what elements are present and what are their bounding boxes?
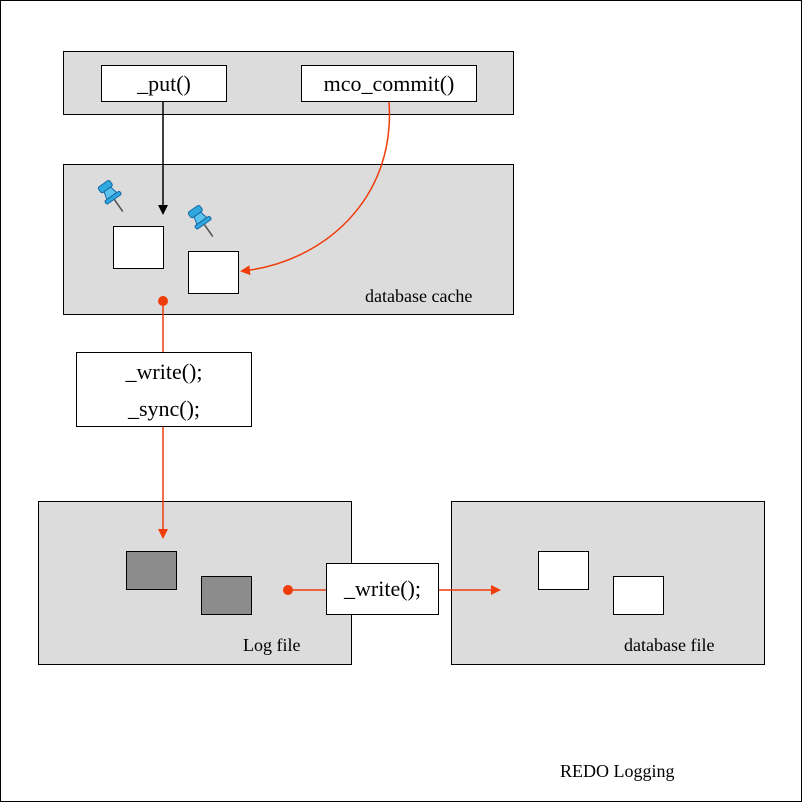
log-page-1 (126, 551, 177, 590)
put-call-label: _put() (137, 70, 191, 96)
commit-call-box: mco_commit() (301, 65, 477, 102)
cache-page-1 (113, 226, 164, 269)
diagram-caption: REDO Logging (560, 761, 675, 781)
write-call-label: _write(); (125, 358, 203, 384)
pushpin-icon (97, 180, 124, 213)
database-file-panel (451, 501, 765, 665)
database-cache-label: database cache (365, 286, 473, 306)
write-sync-box: _write(); _sync(); (76, 352, 252, 427)
sync-call-label: _sync(); (127, 395, 201, 421)
log-file-label: Log file (243, 635, 301, 655)
dbfile-page-1 (538, 551, 589, 590)
commit-arrow (240, 101, 391, 276)
put-call-box: _put() (101, 65, 227, 102)
log-file-panel (38, 501, 352, 665)
apply-write-label: _write(); (344, 576, 421, 601)
pushpin-icon (187, 205, 214, 238)
log-page-2 (201, 576, 252, 615)
apply-write-box: _write(); (326, 563, 439, 615)
database-file-label: database file (624, 635, 715, 655)
cache-page-2 (188, 251, 239, 294)
commit-call-label: mco_commit() (323, 70, 455, 96)
dbfile-page-2 (613, 576, 664, 615)
